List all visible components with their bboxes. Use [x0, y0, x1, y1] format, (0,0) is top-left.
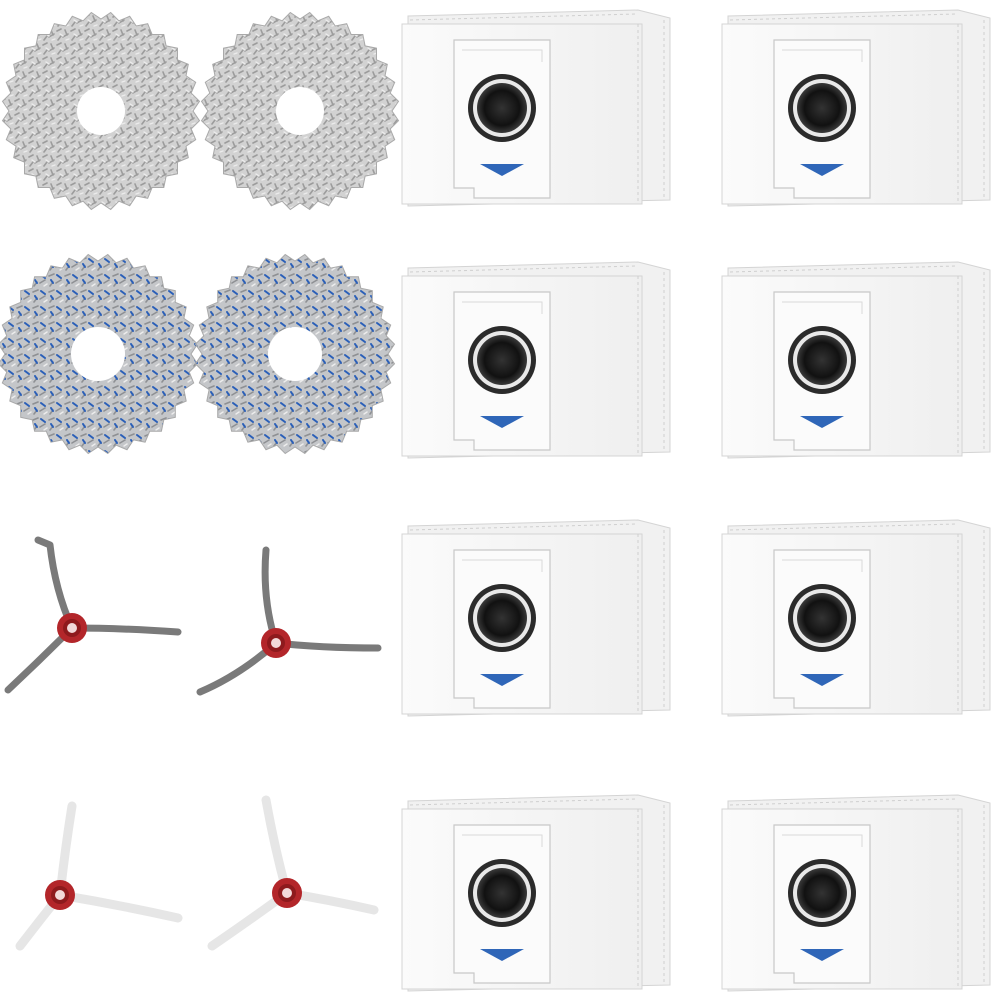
mop-center-hole — [268, 327, 322, 381]
dust-bag — [721, 794, 991, 992]
dust-bag — [401, 794, 671, 992]
dust-bag — [401, 519, 671, 717]
bag-arrow-icon — [480, 674, 524, 686]
dust-bag — [721, 261, 991, 459]
side-brushes-group — [4, 536, 382, 951]
gray-mop-pad — [1, 11, 201, 211]
bag-arrow-icon — [800, 164, 844, 176]
bag-arrow-icon — [800, 674, 844, 686]
bag-inlet-port — [477, 335, 527, 385]
bag-inlet-port — [797, 83, 847, 133]
bag-arrow-icon — [800, 416, 844, 428]
gray-side-brush — [196, 546, 382, 696]
bag-inlet-port — [477, 868, 527, 918]
gray-mop-pad — [200, 11, 400, 211]
bag-inlet-port — [477, 593, 527, 643]
bag-inlet-port — [797, 335, 847, 385]
bag-inlet-port — [797, 868, 847, 918]
brush-arm — [272, 639, 382, 652]
bag-arrow-icon — [480, 416, 524, 428]
dust-bags-group — [401, 9, 991, 992]
bag-inlet-port — [797, 593, 847, 643]
mop-center-hole — [276, 87, 324, 135]
brush-arm — [68, 624, 182, 636]
bag-arrow-icon — [800, 949, 844, 961]
dust-bag — [401, 9, 671, 207]
white-side-brush — [15, 801, 183, 951]
mop-center-hole — [71, 327, 125, 381]
gray-side-brush — [4, 536, 182, 694]
white-side-brush — [207, 795, 379, 951]
dust-bag — [401, 261, 671, 459]
mop-pads-group — [0, 11, 400, 455]
brush-arm — [55, 890, 183, 923]
bag-inlet-port — [477, 83, 527, 133]
mop-center-hole — [77, 87, 125, 135]
blue-gray-mop-pad — [194, 253, 396, 455]
dust-bag — [721, 9, 991, 207]
blue-gray-mop-pad — [0, 253, 199, 455]
dust-bag — [721, 519, 991, 717]
bag-arrow-icon — [480, 164, 524, 176]
bag-arrow-icon — [480, 949, 524, 961]
